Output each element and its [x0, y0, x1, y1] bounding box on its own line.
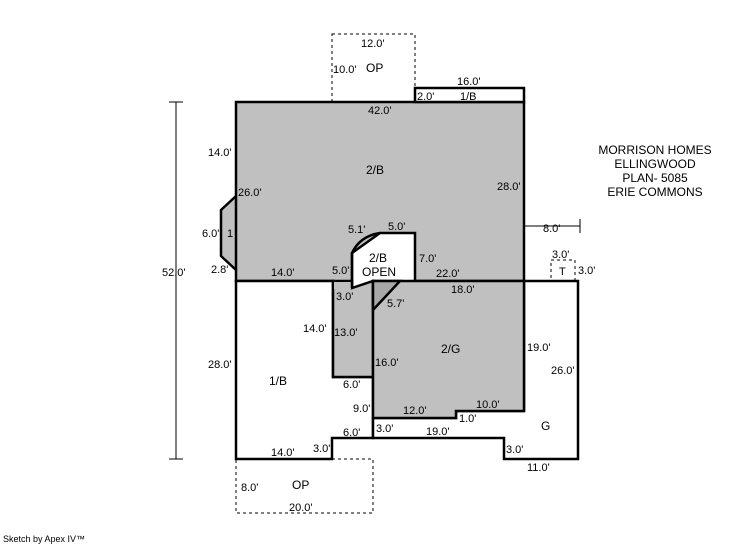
dim-label: 28.0': [208, 359, 232, 371]
dim-label: 3.0': [552, 249, 569, 261]
area-2b-open-1: 2/B: [369, 251, 387, 265]
title-line: ELLINGWOOD: [614, 157, 696, 171]
dim-label: 12.0': [403, 405, 427, 417]
dim-label: 14.0': [303, 323, 327, 335]
dim-label: 6.0': [343, 427, 360, 439]
title-line: ERIE COMMONS: [607, 185, 703, 199]
dim-label: 19.0': [426, 426, 450, 438]
dim-label: 8.0': [241, 482, 258, 494]
dim-label: 2.8': [211, 264, 228, 276]
dim-label: 26.0': [551, 365, 575, 377]
dim-label: 20.0': [289, 502, 313, 514]
dim-label: 52.0': [162, 267, 186, 279]
dim-label: 9.0': [353, 403, 370, 415]
dim-label: 13.0': [334, 327, 358, 339]
credit-label: Sketch by Apex IV™: [3, 534, 86, 544]
area-1b: 1/B: [269, 374, 287, 388]
bay-label: 1: [227, 228, 233, 240]
dim-label: 26.0': [238, 187, 262, 199]
dim-label: 42.0': [368, 105, 392, 117]
area-2g: 2/G: [441, 342, 460, 356]
dim-label: 16.0': [457, 76, 481, 88]
t-label: T: [559, 266, 566, 278]
area-op-bottom: OP: [292, 478, 309, 492]
dim-label: 7.0': [419, 253, 436, 265]
dim-label: 6.0': [343, 379, 360, 391]
dim-label: 19.0': [527, 342, 551, 354]
dim-label: 5.7': [387, 298, 404, 310]
area-2b: 2/B: [366, 163, 384, 177]
area-2b-open-2: OPEN: [362, 265, 396, 279]
dim-label: 2.0': [417, 91, 434, 103]
dim-label: 3.0': [506, 444, 523, 456]
dim-label: 18.0': [451, 284, 475, 296]
dim-label: 3.0': [336, 291, 353, 303]
area-1b-top: 1/B: [460, 91, 477, 103]
dim-label: 6.0': [202, 228, 219, 240]
stair-triangle: [371, 279, 403, 314]
area-g: G: [541, 419, 550, 433]
dim-label: 3.0': [376, 423, 393, 435]
dim-label: 3.0': [578, 265, 595, 277]
title-line: MORRISON HOMES: [598, 143, 712, 157]
dim-label: 1.0': [459, 413, 476, 425]
dim-label: 14.0': [208, 147, 232, 159]
dim-label: 22.0': [436, 268, 460, 280]
dim-label: 10.0': [476, 399, 500, 411]
second-floor-garage: [371, 279, 526, 420]
dim-label: 11.0': [527, 462, 550, 474]
first-floor-b-top: [413, 86, 526, 104]
dim-label: 5.0': [332, 265, 349, 277]
dim-label: 5.1': [348, 224, 365, 236]
dim-label: 28.0': [497, 181, 521, 193]
dim-label: 16.0': [375, 357, 399, 369]
dim-label: 8.0': [543, 223, 560, 235]
area-op-top: OP: [366, 61, 383, 75]
title-block: MORRISON HOMES ELLINGWOOD PLAN- 5085 ERI…: [560, 143, 746, 199]
dim-label: 14.0': [271, 267, 295, 279]
dim-label: 5.0': [388, 221, 405, 233]
dim-label: 10.0': [333, 64, 357, 76]
dim-label: 3.0': [313, 443, 330, 455]
dim-label: 12.0': [361, 38, 385, 50]
title-line: PLAN- 5085: [622, 171, 688, 185]
dim-label: 14.0': [271, 447, 295, 459]
